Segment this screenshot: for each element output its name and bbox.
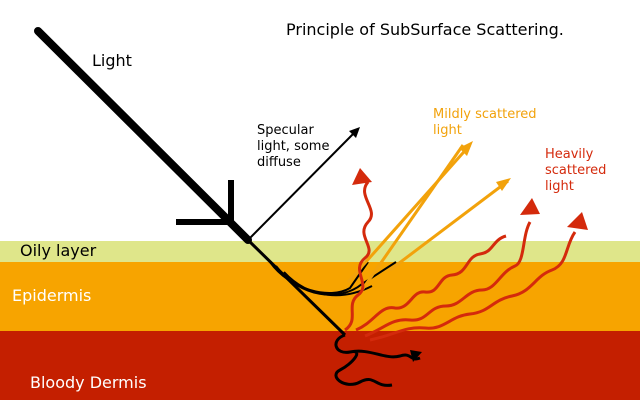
specular-arrowhead <box>349 127 360 138</box>
heavy-scatter-ray <box>355 234 507 332</box>
mild-scatter-ray <box>389 179 509 272</box>
epidermis-band <box>0 262 640 331</box>
dermis-label: Bloody Dermis <box>30 373 147 392</box>
heavy-scatter-ray <box>369 231 577 342</box>
heavily-scattered-label: Heavily scattered light <box>545 147 607 194</box>
diagram-title: Principle of SubSurface Scattering. <box>286 20 564 39</box>
refracted-ray <box>246 238 347 337</box>
heavy-scatter-ray <box>364 221 532 338</box>
heavy-scatter-arrowhead <box>352 168 372 185</box>
oily-layer-label: Oily layer <box>20 241 97 260</box>
mild-scatter-ray <box>360 144 465 291</box>
mild-scatter-ray <box>346 144 472 283</box>
light-label: Light <box>92 51 132 70</box>
heavy-scatter-arrowhead <box>520 198 540 215</box>
mild-scatter-arrowhead <box>496 178 511 191</box>
oily-layer-band <box>0 241 640 262</box>
specular-reflection-ray <box>247 129 358 241</box>
mild-scatter-arrowhead <box>459 141 473 156</box>
mildly-scattered-label: Mildly scattered light <box>433 107 537 138</box>
epidermis-label: Epidermis <box>12 286 92 305</box>
incoming-light-ray <box>34 27 252 244</box>
incoming-light-arrowhead <box>176 180 234 225</box>
dermis-band <box>0 331 640 400</box>
dermis-scatter-arrowhead <box>410 350 422 362</box>
heavy-scatter-arrowhead <box>567 212 588 230</box>
heavy-scatter-ray <box>344 181 373 332</box>
specular-label: Specular light, some diffuse <box>257 123 330 170</box>
